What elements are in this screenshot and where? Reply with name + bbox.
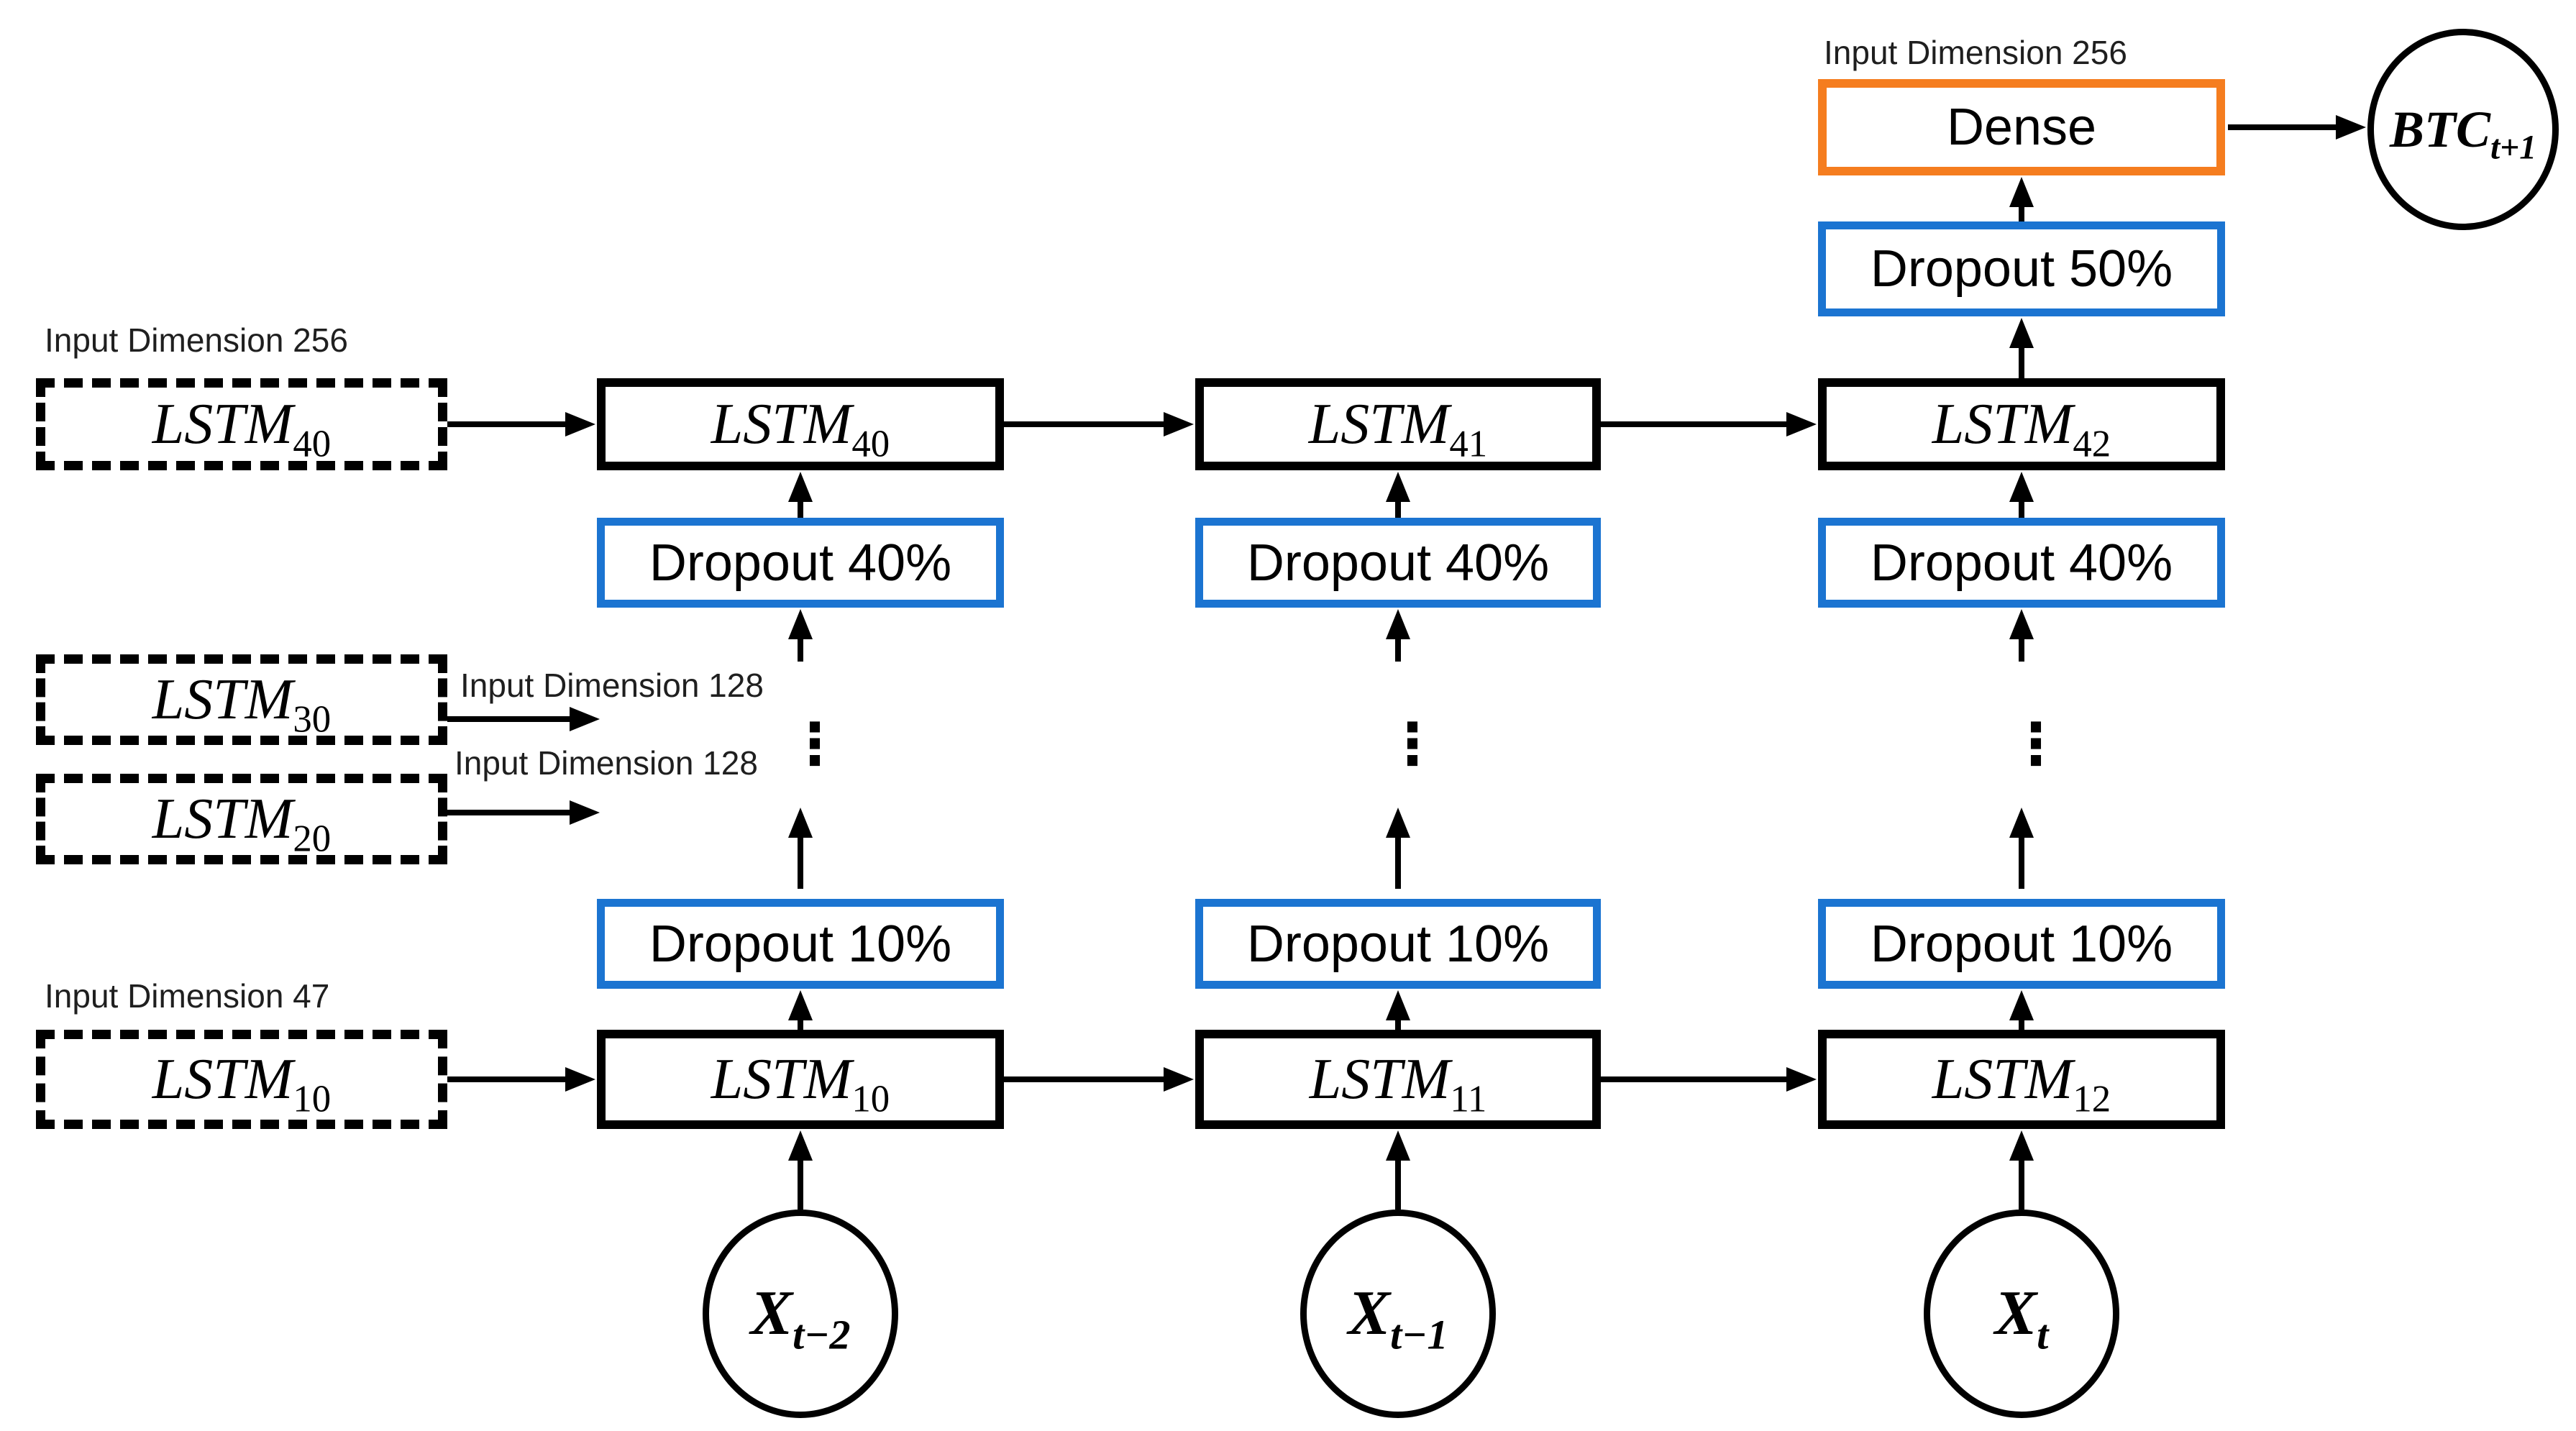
- input-node-xt: Xt: [1924, 1210, 2119, 1418]
- lstm40-input-label: LSTM40: [152, 393, 332, 465]
- dropout10-label-col1: Dropout 10%: [649, 915, 952, 973]
- dropout10-box-col2: Dropout 10%: [1195, 899, 1601, 989]
- lstm12-label: LSTM12: [1932, 1048, 2111, 1120]
- dashed-box-lstm30-input: LSTM30: [36, 654, 447, 745]
- arrow-lstm30-output: [447, 716, 571, 722]
- lstm42-label: LSTM42: [1932, 393, 2111, 465]
- arrow-dropout50-to-dense: [2019, 206, 2024, 221]
- output-node-btc: BTCt+1: [2367, 29, 2559, 230]
- arrow-lstm10-to-dropout10-col1: [798, 1019, 803, 1030]
- dropout40-label-col1: Dropout 40%: [649, 534, 952, 592]
- lstm41-box: LSTM41: [1195, 378, 1601, 470]
- xt-2-label: Xt−2: [750, 1279, 851, 1358]
- dense-box: Dense: [1818, 79, 2225, 175]
- arrow-dropout40-to-lstm40: [798, 500, 803, 518]
- dropout10-box-col3: Dropout 10%: [1818, 899, 2225, 989]
- lstm10-label: LSTM10: [711, 1048, 890, 1120]
- arrow-xt-to-lstm12: [2019, 1159, 2024, 1210]
- dropout40-box-col2: Dropout 40%: [1195, 518, 1601, 608]
- input-dim-label-lstm30: Input Dimension 128: [460, 667, 764, 704]
- arrow-dropout10-to-dots-col3: [2019, 836, 2024, 889]
- input-dim-label-lstm10: Input Dimension 47: [45, 977, 330, 1015]
- lstm40-box: LSTM40: [597, 378, 1004, 470]
- dense-label: Dense: [1946, 99, 2097, 156]
- arrow-dots-to-dropout40-col2: [1395, 638, 1401, 662]
- dropout10-label-col3: Dropout 10%: [1870, 915, 2173, 973]
- dashed-box-lstm20-input: LSTM20: [36, 774, 447, 864]
- dropout50-box: Dropout 50%: [1818, 221, 2225, 316]
- btc-label: BTCt+1: [2389, 101, 2537, 167]
- arrow-lstm40input-to-lstm40: [447, 421, 567, 427]
- lstm20-input-label: LSTM20: [152, 787, 332, 860]
- lstm11-label: LSTM11: [1309, 1048, 1487, 1120]
- xt-1-label: Xt−1: [1348, 1279, 1448, 1358]
- arrow-dropout40-to-lstm41: [1395, 500, 1401, 518]
- lstm41-label: LSTM41: [1308, 393, 1488, 465]
- xt-label: Xt: [1994, 1279, 2049, 1358]
- dropout40-box-col1: Dropout 40%: [597, 518, 1004, 608]
- lstm30-input-label: LSTM30: [152, 668, 332, 741]
- input-dim-label-lstm40: Input Dimension 256: [45, 321, 348, 359]
- lstm40-label: LSTM40: [711, 393, 890, 465]
- arrow-dropout10-to-dots-col2: [1395, 836, 1401, 889]
- arrow-xt-2-to-lstm10: [798, 1159, 803, 1210]
- arrow-dots-to-dropout40-col1: [798, 638, 803, 662]
- hidden-layers-dots-col3: ⋮: [2007, 710, 2065, 777]
- arrow-lstm20-output: [447, 810, 571, 815]
- dashed-box-lstm40-input: LSTM40: [36, 378, 447, 470]
- arrow-lstm12-to-dropout10-col3: [2019, 1019, 2024, 1030]
- arrow-lstm10-to-lstm11: [1004, 1076, 1165, 1082]
- arrow-lstm11-to-lstm12: [1601, 1076, 1788, 1082]
- arrow-dots-to-dropout40-col3: [2019, 638, 2024, 662]
- arrow-lstm40-to-lstm41: [1004, 421, 1165, 427]
- dashed-box-lstm10-input: LSTM10: [36, 1030, 447, 1129]
- hidden-layers-dots-col1: ⋮: [786, 710, 844, 777]
- arrow-lstm10input-to-lstm10: [447, 1076, 567, 1082]
- arrow-lstm42-to-dropout50: [2019, 347, 2024, 378]
- input-dim-label-lstm20: Input Dimension 128: [455, 744, 758, 782]
- dropout40-label-col2: Dropout 40%: [1246, 534, 1550, 592]
- lstm11-box: LSTM11: [1195, 1030, 1601, 1129]
- lstm42-box: LSTM42: [1818, 378, 2225, 470]
- arrow-lstm41-to-lstm42: [1601, 421, 1788, 427]
- dropout10-label-col2: Dropout 10%: [1246, 915, 1550, 973]
- dropout40-box-col3: Dropout 40%: [1818, 518, 2225, 608]
- arrow-dropout40-to-lstm42: [2019, 500, 2024, 518]
- lstm10-input-label: LSTM10: [152, 1048, 332, 1120]
- arrow-dropout10-to-dots-col1: [798, 836, 803, 889]
- dropout50-label: Dropout 50%: [1870, 240, 2173, 298]
- arrow-dense-to-btc: [2228, 124, 2337, 130]
- dropout10-box-col1: Dropout 10%: [597, 899, 1004, 989]
- hidden-layers-dots-col2: ⋮: [1384, 710, 1441, 777]
- lstm12-box: LSTM12: [1818, 1030, 2225, 1129]
- lstm10-box: LSTM10: [597, 1030, 1004, 1129]
- arrow-xt-1-to-lstm11: [1395, 1159, 1401, 1210]
- dropout40-label-col3: Dropout 40%: [1870, 534, 2173, 592]
- input-dim-label-dense: Input Dimension 256: [1824, 34, 2127, 71]
- input-node-xt-1: Xt−1: [1300, 1210, 1496, 1418]
- arrow-lstm11-to-dropout10-col2: [1395, 1019, 1401, 1030]
- input-node-xt-2: Xt−2: [703, 1210, 898, 1418]
